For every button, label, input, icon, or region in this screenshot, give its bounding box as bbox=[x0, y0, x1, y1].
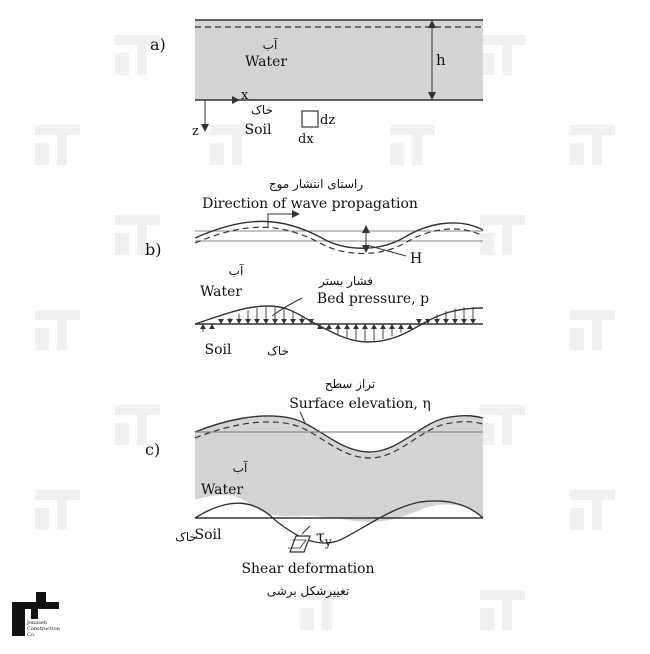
panel-c-soil-en: Soil bbox=[195, 527, 222, 543]
panel-b-label: b) bbox=[145, 240, 161, 259]
depth-label: h bbox=[436, 51, 446, 69]
pressure-arrow-head bbox=[434, 319, 440, 324]
pressure-arrow-head bbox=[272, 319, 278, 324]
pressure-arrow-head bbox=[362, 324, 368, 329]
logo-bar-left bbox=[12, 609, 25, 636]
logo-bar-upper bbox=[36, 592, 46, 609]
panel-c-soil-fa: خاک bbox=[175, 530, 197, 544]
direction-en: Direction of wave propagation bbox=[202, 196, 418, 212]
logo-line2: Construction bbox=[27, 626, 61, 632]
pressure-arrow-head bbox=[407, 324, 413, 329]
pressure-en: Bed pressure, p bbox=[317, 291, 429, 307]
pressure-arrow-head bbox=[335, 324, 341, 329]
pressure-arrow-head bbox=[254, 319, 260, 324]
wave-height-label: H bbox=[410, 251, 422, 267]
pressure-arrow-head bbox=[317, 324, 323, 329]
wave-height-arrow-bottom bbox=[362, 245, 370, 253]
pressure-arrow-head bbox=[470, 319, 476, 324]
bed-pressure-arrows bbox=[200, 307, 476, 341]
surface-elevation-curve bbox=[194, 415, 484, 453]
pressure-arrow-head bbox=[371, 324, 377, 329]
x-axis-arrow bbox=[232, 96, 240, 104]
panel-a: a) آب Water h x z خاک Soil dz dx bbox=[150, 19, 483, 147]
shear-symbol: τy bbox=[316, 527, 332, 549]
panel-a-water-fa: آب bbox=[263, 37, 278, 52]
watermark-pattern bbox=[35, 35, 615, 630]
element-dx-label: dx bbox=[298, 132, 314, 147]
pressure-leader bbox=[271, 297, 303, 317]
wave-height-arrow-top bbox=[362, 225, 370, 233]
pressure-arrow-head bbox=[245, 319, 251, 324]
shear-en: Shear deformation bbox=[241, 561, 374, 577]
pressure-arrow-head bbox=[227, 319, 233, 324]
panel-c: c) تراز سطح Surface elevation, η آب Wate… bbox=[145, 377, 484, 599]
panel-a-soil-fa: خاک bbox=[251, 103, 273, 117]
pressure-arrow-head bbox=[452, 319, 458, 324]
pressure-arrow-head bbox=[353, 324, 359, 329]
pressure-arrow-head bbox=[461, 319, 467, 324]
pressure-arrow-head bbox=[389, 324, 395, 329]
panel-a-water-layer bbox=[195, 20, 483, 100]
surface-fa: تراز سطح bbox=[325, 377, 376, 392]
sheared-element-inner bbox=[288, 539, 307, 549]
panel-a-water-en: Water bbox=[245, 54, 287, 70]
panel-b-water-fa: آب bbox=[229, 263, 244, 278]
pressure-arrow-head bbox=[281, 319, 287, 324]
logo-bar-mid bbox=[31, 609, 38, 619]
direction-arrow-head bbox=[292, 210, 300, 218]
direction-fa: راستای انتشار موج bbox=[269, 177, 364, 192]
shear-fa: تغییرشکل برشی bbox=[267, 584, 350, 599]
logo-line3: Co. bbox=[27, 632, 36, 638]
z-axis-label: z bbox=[192, 124, 199, 139]
pressure-arrow-head bbox=[308, 319, 314, 324]
pressure-arrow-head bbox=[380, 324, 386, 329]
surface-elevation-dashed bbox=[194, 421, 484, 459]
panel-a-soil-en: Soil bbox=[245, 122, 272, 138]
pressure-arrow-head bbox=[344, 324, 350, 329]
logo-line1: Jonaseh bbox=[26, 620, 48, 626]
pressure-arrow-head bbox=[425, 319, 431, 324]
company-logo: Jonaseh Construction Co. bbox=[12, 592, 61, 638]
z-axis-arrow bbox=[201, 124, 209, 132]
pressure-arrow-head bbox=[290, 319, 296, 324]
direction-arrow bbox=[267, 213, 296, 228]
panel-c-water-fa: آب bbox=[233, 460, 248, 475]
pressure-arrow-head bbox=[416, 319, 422, 324]
pressure-arrow-head bbox=[443, 319, 449, 324]
surface-en: Surface elevation, η bbox=[289, 396, 431, 412]
wave-profile bbox=[194, 220, 484, 249]
deformed-seabed-curve bbox=[194, 500, 484, 544]
pressure-arrow-head bbox=[236, 319, 242, 324]
depth-arrow-head-top bbox=[428, 20, 436, 28]
pressure-arrow-head bbox=[218, 319, 224, 324]
panel-c-label: c) bbox=[145, 440, 160, 459]
shear-arrow bbox=[301, 525, 311, 535]
panel-b-water-en: Water bbox=[200, 284, 242, 300]
panel-a-label: a) bbox=[150, 35, 166, 54]
depth-arrow-head-bottom bbox=[428, 92, 436, 100]
pressure-arrow-head bbox=[299, 319, 305, 324]
wave-profile-dashed bbox=[194, 226, 484, 255]
sheared-element bbox=[289, 535, 311, 553]
pressure-arrow-head bbox=[326, 324, 332, 329]
element-dz-label: dz bbox=[320, 113, 335, 128]
panel-b: b) راستای انتشار موج Direction of wave p… bbox=[145, 177, 484, 358]
pressure-arrow-head bbox=[209, 324, 215, 329]
logo-bar-top bbox=[12, 602, 59, 609]
panel-c-water-body bbox=[195, 415, 483, 522]
pressure-fa: فشار بستر bbox=[318, 274, 373, 289]
x-axis-label: x bbox=[241, 88, 249, 103]
panel-b-soil-fa: خاک bbox=[267, 344, 289, 358]
pressure-arrow-head bbox=[200, 324, 206, 329]
panel-c-water-en: Water bbox=[201, 482, 243, 498]
pressure-arrow-head bbox=[398, 324, 404, 329]
pressure-arrow-head bbox=[263, 319, 269, 324]
wave-height-leader bbox=[369, 245, 407, 257]
soil-element bbox=[301, 110, 319, 128]
panel-b-soil-en: Soil bbox=[205, 342, 232, 358]
